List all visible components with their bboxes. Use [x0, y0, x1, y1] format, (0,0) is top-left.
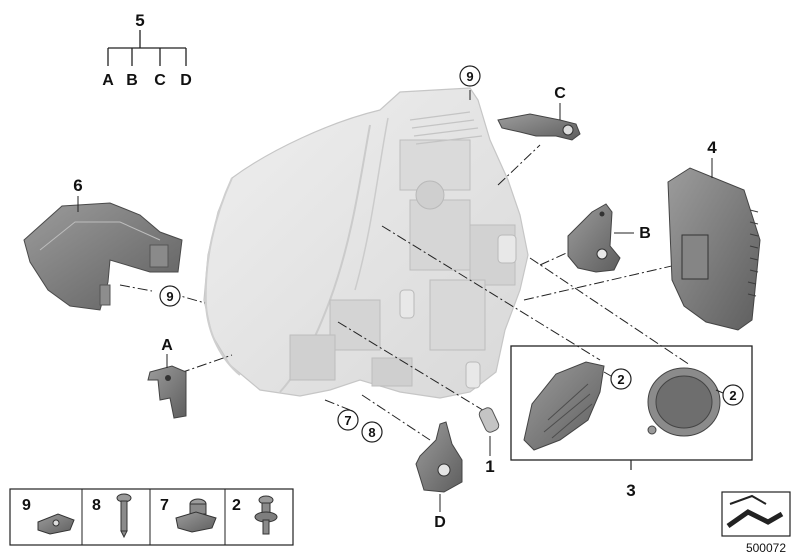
callout-6: 6 [73, 176, 82, 195]
legend-item-2: 2 [232, 495, 278, 535]
svg-text:2: 2 [729, 388, 736, 403]
document-number: 500072 [746, 541, 786, 555]
callout-b: B [639, 225, 651, 242]
legend-item-7: 7 [160, 497, 217, 533]
screw-icon [116, 493, 132, 539]
flange-screw-icon [254, 495, 278, 535]
hierarchy-child-a: A [102, 72, 114, 89]
svg-text:7: 7 [344, 413, 351, 428]
hierarchy-child-d: D [180, 72, 192, 89]
part-4-control-module [667, 167, 761, 331]
hierarchy-child-c: C [154, 72, 166, 89]
callout-c: C [554, 85, 566, 102]
bracket-d [415, 421, 463, 493]
callout-3: 3 [626, 481, 635, 500]
svg-text:9: 9 [166, 289, 173, 304]
svg-text:8: 8 [368, 425, 375, 440]
grommet-nut-icon [175, 498, 217, 533]
part-1-bulb [478, 407, 500, 433]
clip-nut-icon [37, 513, 75, 535]
legend-number-9: 9 [22, 497, 31, 514]
callout-a: A [161, 337, 173, 354]
bracket-c [497, 113, 581, 141]
callout-2-right: 2 [722, 384, 744, 406]
legend-item-8: 8 [92, 493, 132, 539]
callout-2-left: 2 [610, 368, 632, 390]
callout-4: 4 [707, 138, 717, 157]
svg-text:2: 2 [617, 372, 624, 387]
callouts: 4 6 C B A D 1 3 9 9 7 8 [73, 65, 744, 531]
orientation-symbol [721, 491, 791, 537]
svg-text:9: 9 [466, 69, 473, 84]
callout-2-left-leader [603, 371, 612, 377]
callout-2-right-leader [715, 389, 724, 394]
callout-9-top: 9 [459, 65, 481, 87]
legend-number-2: 2 [232, 497, 241, 514]
legend: 9 8 7 2 [9, 488, 294, 546]
legend-item-9: 9 [22, 497, 75, 535]
bracket-a [147, 365, 187, 419]
hierarchy-child-b: B [126, 72, 138, 89]
hierarchy-top-label: 5 [135, 11, 144, 30]
part-3-box [510, 345, 753, 461]
hierarchy-tree: 5 A B C D [102, 11, 192, 89]
legend-number-7: 7 [160, 497, 169, 514]
callout-7: 7 [337, 409, 359, 431]
callout-8: 8 [361, 421, 383, 443]
headlight-housing [203, 87, 529, 399]
bracket-b [567, 203, 621, 273]
callout-1: 1 [485, 457, 494, 476]
legend-number-8: 8 [92, 497, 101, 514]
callout-d: D [434, 514, 446, 531]
part-6-bracket [23, 202, 183, 311]
callout-9-left: 9 [159, 285, 181, 307]
